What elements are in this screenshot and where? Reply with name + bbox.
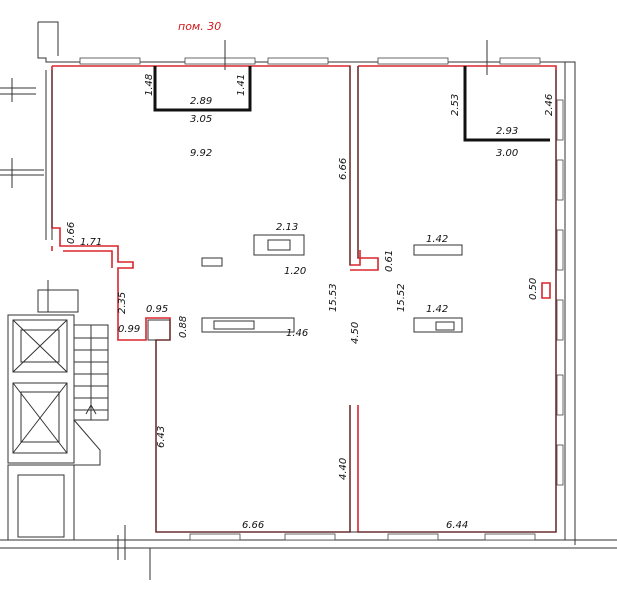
alcoves [153,66,550,142]
columns [147,234,463,341]
dim-2-89: 2.89 [190,96,212,107]
dim-1-48: 1.48 [144,74,155,96]
partitions [51,66,557,533]
dim-1-71: 1.71 [80,237,102,248]
dim-0-66: 0.66 [66,222,77,244]
dim-0-95: 0.95 [146,304,168,315]
dim-15-52: 15.52 [396,283,407,312]
room-number-label: пом. 30 [178,20,221,33]
dim-1-20: 1.20 [284,266,306,277]
dim-6-66-horizontal: 6.66 [242,520,264,531]
dim-9-92: 9.92 [190,148,212,159]
dim-2-93: 2.93 [496,126,518,137]
room-right [350,65,557,533]
dim-6-43: 6.43 [156,426,167,448]
dim-4-40: 4.40 [338,458,349,480]
dim-6-44: 6.44 [446,520,468,531]
dim-0-99: 0.99 [118,324,140,335]
dim-4-50: 4.50 [350,322,361,344]
dimension-labels: 1.48 1.41 2.89 3.05 9.92 2.53 2.46 2.93 … [66,74,555,531]
dim-2-53: 2.53 [450,94,461,116]
stairwell-block [7,280,109,541]
dim-15-53: 15.53 [328,283,339,312]
dim-0-50: 0.50 [528,278,539,300]
dim-1-42-bottom: 1.42 [426,304,448,315]
building-walls [0,21,617,580]
dim-1-46: 1.46 [286,328,308,339]
room-left [51,65,361,533]
dim-1-41: 1.41 [236,74,247,96]
dim-2-35: 2.35 [117,292,128,314]
dim-2-13: 2.13 [276,222,298,233]
dim-0-88: 0.88 [178,316,189,338]
dim-1-42-top: 1.42 [426,234,448,245]
stairs [73,324,109,466]
dim-6-66-vertical: 6.66 [338,158,349,180]
dim-0-61: 0.61 [384,250,395,272]
dim-2-46: 2.46 [544,94,555,116]
dim-3-00: 3.00 [496,148,518,159]
dim-3-05: 3.05 [190,114,212,125]
